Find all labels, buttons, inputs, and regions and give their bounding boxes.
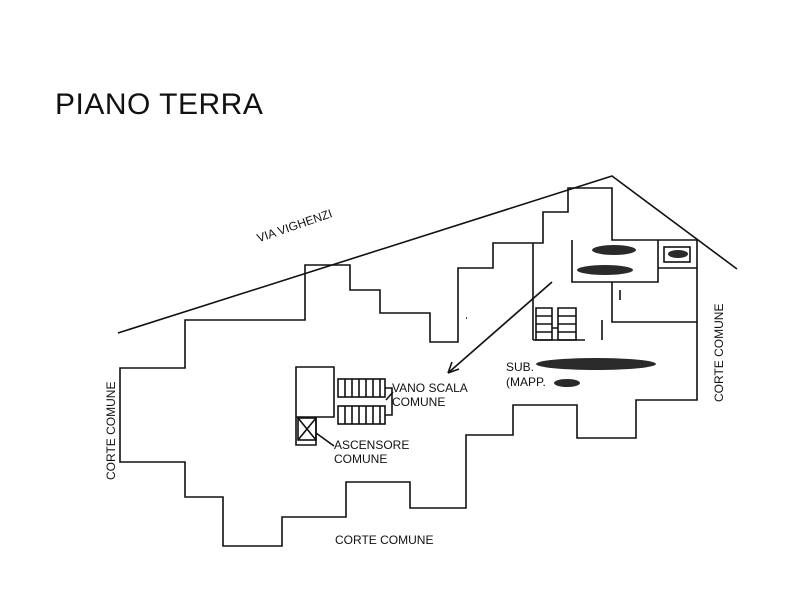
sub-label: SUB. [506, 360, 535, 374]
page-title: PIANO TERRA [55, 88, 264, 121]
building-outline [119, 187, 698, 547]
elevator-cross [297, 417, 317, 441]
ascensore-leader [315, 432, 335, 447]
common-stair-treads [344, 379, 393, 424]
vano-scala-label: VANO SCALA COMUNE [392, 381, 468, 409]
street-edge-line [117, 175, 738, 334]
redaction-mark [577, 265, 633, 275]
redaction-mark [668, 250, 688, 258]
ascensore-line2: COMUNE [334, 452, 388, 466]
ascensore-label: ASCENSORE COMUNE [334, 438, 409, 466]
ascensore-line1: ASCENSORE [334, 438, 410, 452]
redaction-mark [592, 245, 636, 255]
arrow-line [447, 281, 553, 374]
redaction-mark [554, 379, 580, 387]
vano-scala-line1: VANO SCALA [392, 381, 468, 395]
elevator-shaft [297, 417, 317, 441]
small-mark [466, 290, 621, 319]
mapp-label: (MAPP. [506, 375, 546, 389]
vano-leader [385, 391, 394, 401]
corte-comune-bottom-label: CORTE COMUNE [335, 533, 434, 547]
corte-comune-left-label: CORTE COMUNE [104, 381, 118, 480]
vano-scala-line2: COMUNE [392, 395, 446, 409]
corte-comune-right-label: CORTE COMUNE [712, 303, 726, 402]
arrow-head [447, 361, 460, 374]
unit-stair [535, 307, 577, 341]
common-stair-walls [295, 366, 335, 446]
redaction-mark [536, 358, 656, 370]
service-box [663, 246, 691, 263]
